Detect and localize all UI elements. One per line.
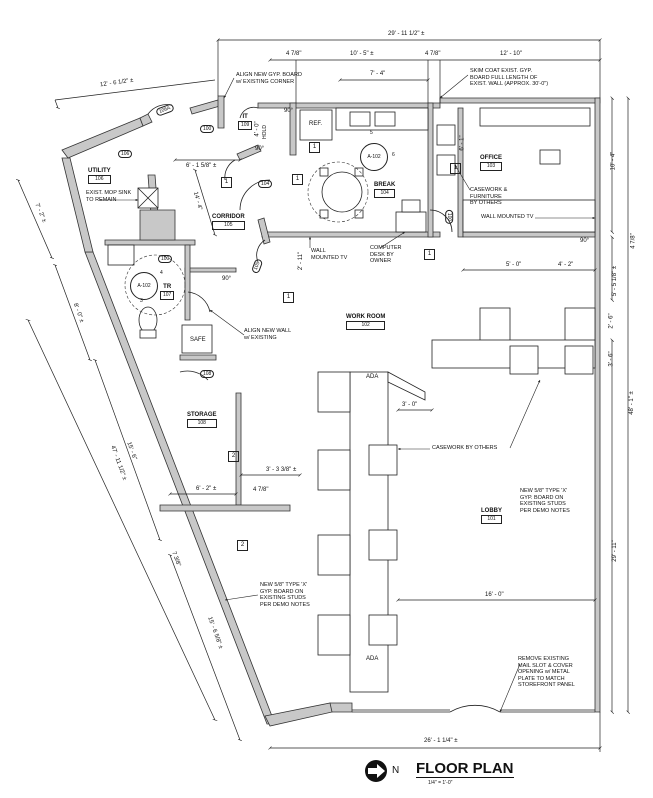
note-tv-office: WALL MOUNTED TV bbox=[481, 214, 534, 220]
door-tag: 106 bbox=[118, 150, 133, 158]
room-office: OFFICE 103 bbox=[480, 155, 502, 171]
room-it: IT 109 bbox=[238, 114, 253, 130]
room-work-room: WORK ROOM 102 bbox=[346, 314, 386, 330]
room-storage: STORAGE 108 bbox=[187, 412, 217, 428]
section-mark-a102-upper: A-102 bbox=[360, 143, 388, 171]
ada-label-bottom: ADA bbox=[366, 656, 379, 662]
drawing-title: FLOOR PLAN bbox=[416, 760, 514, 778]
leader-lines bbox=[100, 74, 595, 713]
north-arrow-icon bbox=[365, 760, 387, 782]
room-corridor: CORRIDOR 105 bbox=[212, 214, 245, 230]
dimension-lines bbox=[18, 40, 628, 752]
ref-label: REF. bbox=[309, 121, 323, 127]
key-box: 1 bbox=[309, 142, 320, 153]
section-mark-a102-lower: A-102 bbox=[130, 272, 158, 300]
drawing-scale: 1/4" = 1'-0" bbox=[428, 780, 453, 786]
note-skim-coat: SKIM COAT EXIST. GYP.BOARD FULL LENGTH O… bbox=[470, 68, 549, 87]
room-utility: UTILITY 106 bbox=[88, 168, 111, 184]
ada-label: ADA bbox=[366, 374, 379, 380]
door-tag: 100 bbox=[445, 209, 454, 225]
note-casework-others: CASEWORK BY OTHERS bbox=[432, 445, 498, 451]
door-tag: 104 bbox=[258, 180, 273, 188]
room-tr: TR 107 bbox=[160, 284, 175, 300]
key-box: 2 bbox=[228, 451, 239, 462]
door-tag: 100 bbox=[158, 255, 173, 263]
hold-label: HOLD bbox=[261, 125, 268, 139]
key-box: 1 bbox=[450, 163, 461, 174]
section-num: 3 bbox=[140, 298, 143, 304]
door-swings bbox=[147, 104, 501, 713]
key-box: 1 bbox=[283, 292, 294, 303]
furniture bbox=[107, 107, 596, 693]
section-num: 4 bbox=[160, 270, 163, 276]
key-box: 1 bbox=[221, 177, 232, 188]
key-box: 2 bbox=[237, 540, 248, 551]
safe-label: SAFE bbox=[190, 337, 206, 343]
room-break: BREAK 104 bbox=[374, 182, 396, 198]
north-label: N bbox=[392, 765, 400, 776]
door-tag: 100 bbox=[200, 125, 215, 133]
door-tag: 108 bbox=[200, 370, 215, 378]
room-lobby: LOBBY 101 bbox=[481, 508, 502, 524]
section-num: 5 bbox=[370, 130, 373, 136]
key-box: 1 bbox=[292, 174, 303, 185]
key-box: 1 bbox=[424, 249, 435, 260]
section-num: 6 bbox=[392, 152, 395, 158]
ada-turning-radius bbox=[124, 254, 186, 316]
